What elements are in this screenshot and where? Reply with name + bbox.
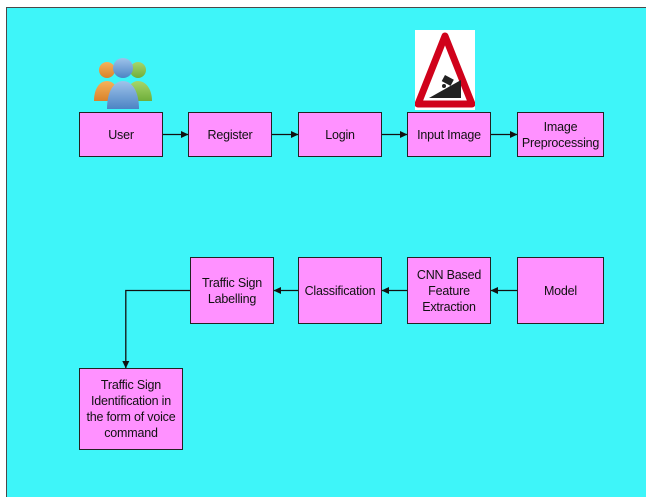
cnn-feature-extraction-node: CNN Based Feature Extraction xyxy=(407,257,491,324)
user-node: User xyxy=(79,112,163,157)
users-group-icon xyxy=(94,58,152,109)
arrow-traffic_sign_labelling-to-traffic_sign_identification xyxy=(122,289,190,369)
traffic-sign-labelling-node: Traffic Sign Labelling xyxy=(190,257,274,324)
image-preprocessing-node: Image Preprocessing xyxy=(517,112,604,157)
input-image-node: Input Image xyxy=(407,112,491,157)
steep-descent-warning-sign-icon xyxy=(415,30,475,110)
model-node: Model xyxy=(517,257,604,324)
traffic-sign-identification-node: Traffic Sign Identification in the form … xyxy=(79,368,183,450)
login-node: Login xyxy=(298,112,382,157)
classification-node: Classification xyxy=(298,257,382,324)
register-node: Register xyxy=(188,112,272,157)
